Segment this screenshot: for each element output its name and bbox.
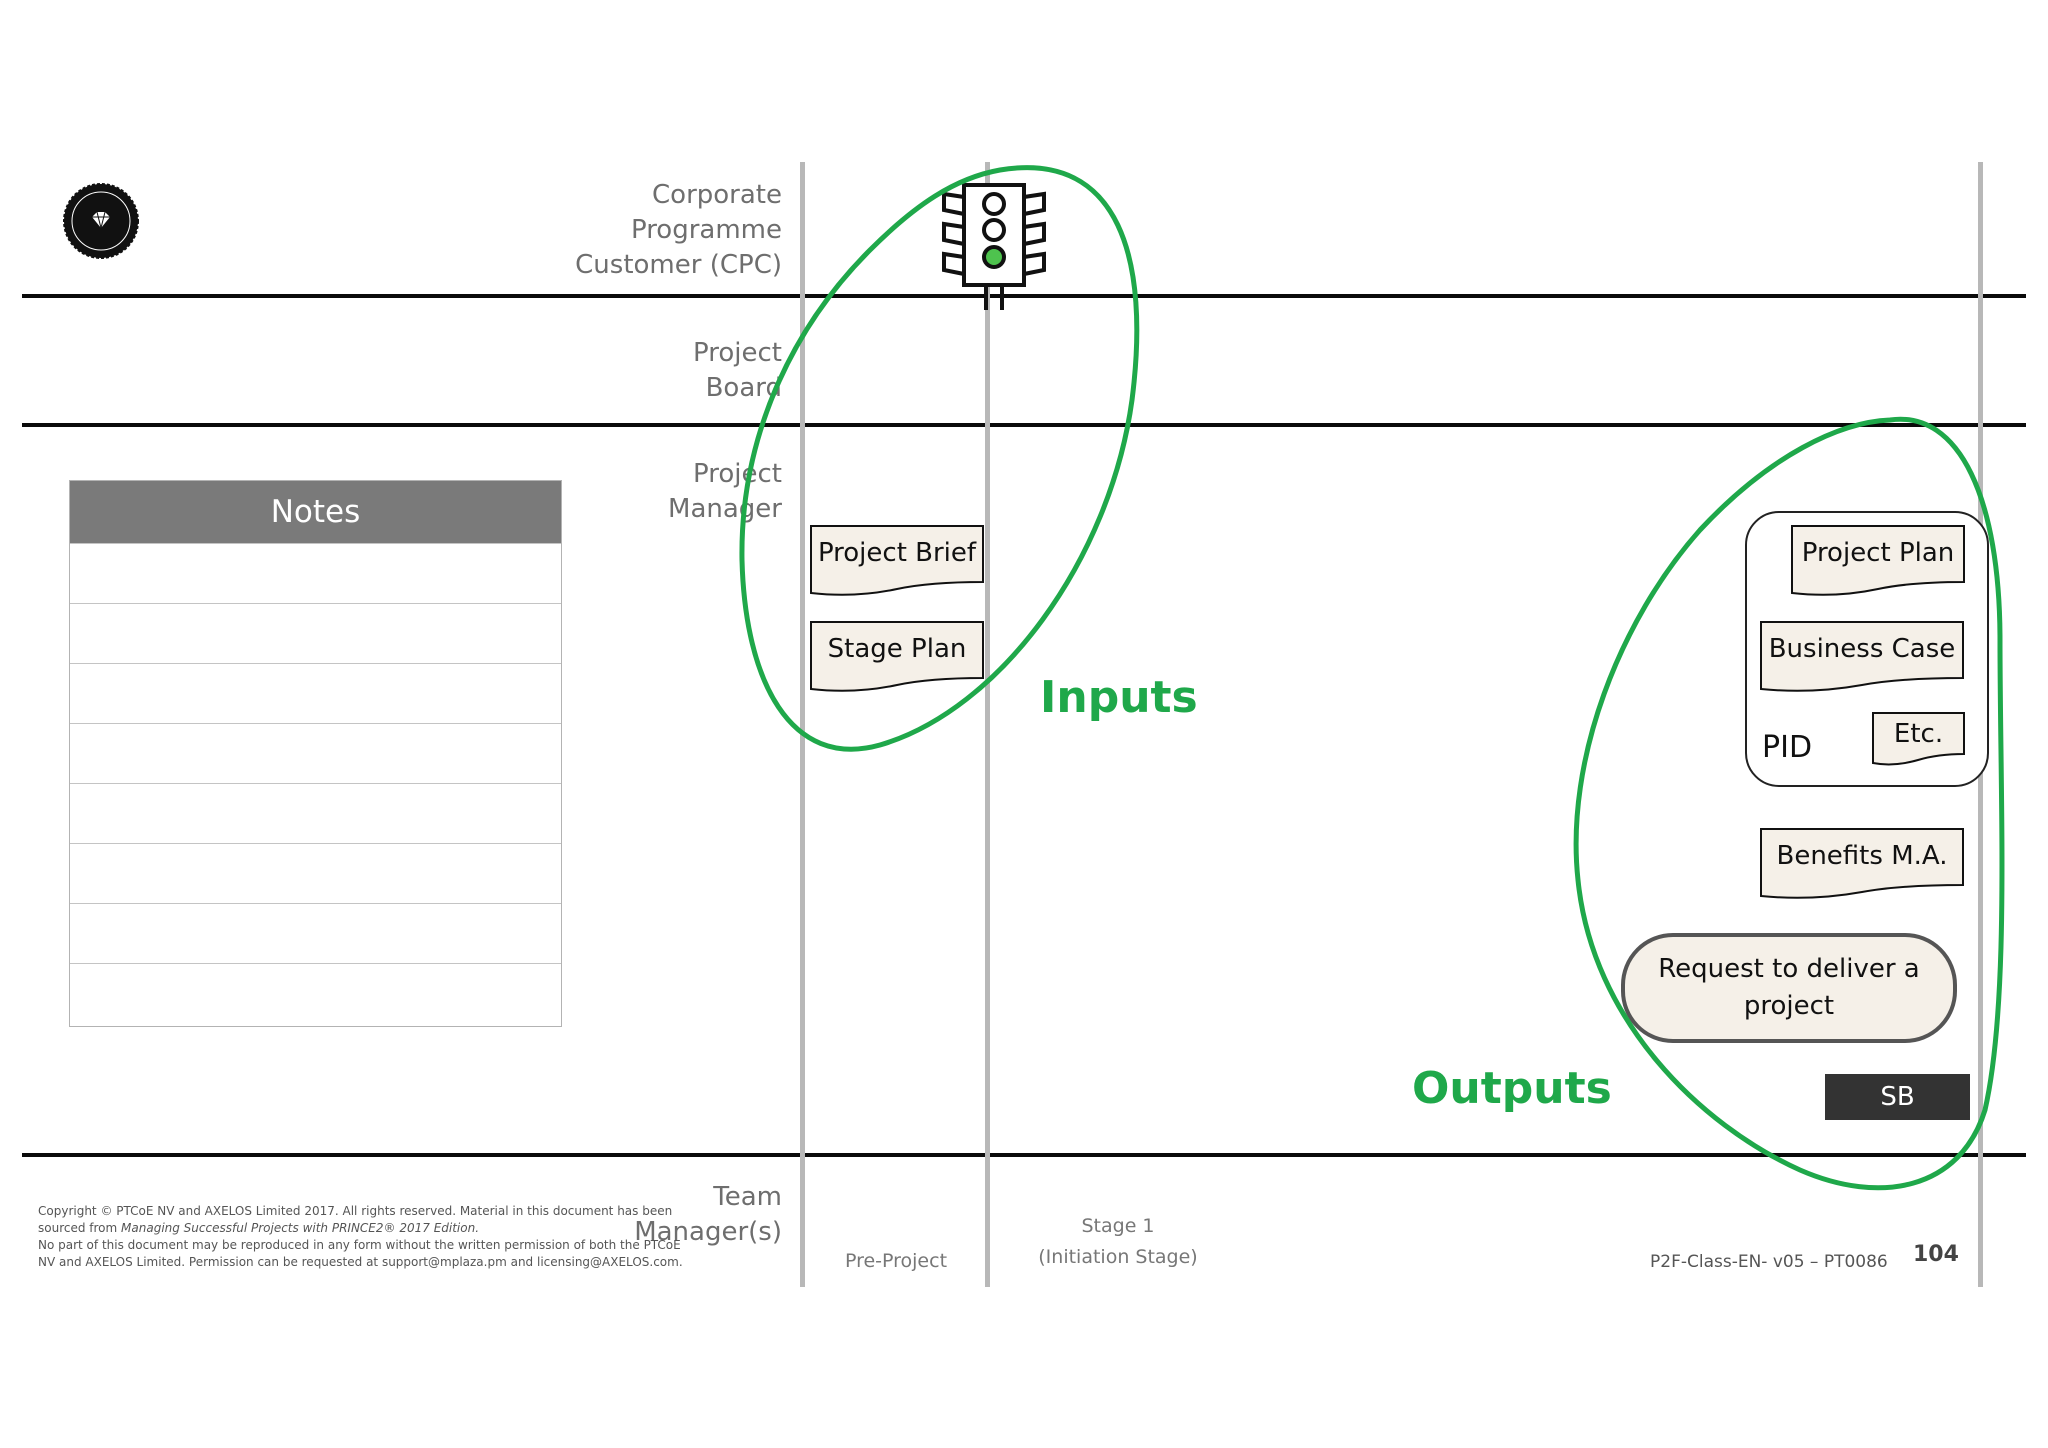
request-line-2: project (1743, 991, 1835, 1021)
project-brief-label: Project Brief (817, 538, 977, 568)
lane-divider-board (22, 423, 2026, 427)
stage-line-initiation-start (985, 162, 990, 1287)
stage-line-pre-project-start (800, 162, 805, 1287)
outputs-oval (1573, 416, 2005, 1191)
notes-line[interactable] (70, 783, 561, 843)
notes-title: Notes (70, 481, 561, 543)
stage-plan-doc[interactable]: Stage Plan (810, 621, 984, 693)
notes-line[interactable] (70, 723, 561, 783)
pid-label: PID (1762, 730, 1813, 765)
project-plan-label: Project Plan (1801, 538, 1955, 568)
excellence-badge-icon (62, 182, 140, 260)
request-line-1: Request to deliver a (1658, 954, 1920, 984)
sb-box[interactable]: SB (1825, 1074, 1970, 1120)
notes-line[interactable] (70, 963, 561, 1023)
project-brief-doc[interactable]: Project Brief (810, 525, 984, 597)
stage-plan-label: Stage Plan (827, 634, 967, 664)
copyright-notice: Copyright © PTCoE NV and AXELOS Limited … (38, 1204, 683, 1269)
outputs-label: Outputs (1412, 1063, 1612, 1114)
etc-label: Etc. (1893, 719, 1944, 749)
notes-line[interactable] (70, 603, 561, 663)
etc-doc[interactable]: Etc. (1872, 712, 1965, 768)
benefits-ma-doc[interactable]: Benefits M.A. (1760, 828, 1964, 900)
stage-label-pre-project: Pre-Project (844, 1250, 948, 1272)
lane-divider-cpc (22, 294, 2026, 298)
project-plan-doc[interactable]: Project Plan (1791, 525, 1965, 597)
page-number: 104 (1913, 1242, 1959, 1267)
notes-line[interactable] (70, 903, 561, 963)
benefits-ma-label: Benefits M.A. (1776, 841, 1948, 871)
notes-line[interactable] (70, 663, 561, 723)
inputs-oval (739, 165, 1140, 752)
notes-line[interactable] (70, 843, 561, 903)
request-to-deliver-pill[interactable]: Request to deliver a project (1621, 933, 1957, 1043)
document-code: P2F-Class-EN- v05 – PT0086 (1650, 1252, 1888, 1272)
lane-divider-pm (22, 1153, 2026, 1157)
stage-label-initiation: Stage 1(Initiation Stage) (1038, 1215, 1198, 1268)
notes-panel: Notes (69, 480, 562, 1027)
business-case-doc[interactable]: Business Case (1760, 621, 1964, 693)
inputs-label: Inputs (1040, 672, 1198, 723)
business-case-label: Business Case (1768, 634, 1956, 664)
notes-line[interactable] (70, 543, 561, 603)
traffic-light-icon (936, 182, 1052, 312)
